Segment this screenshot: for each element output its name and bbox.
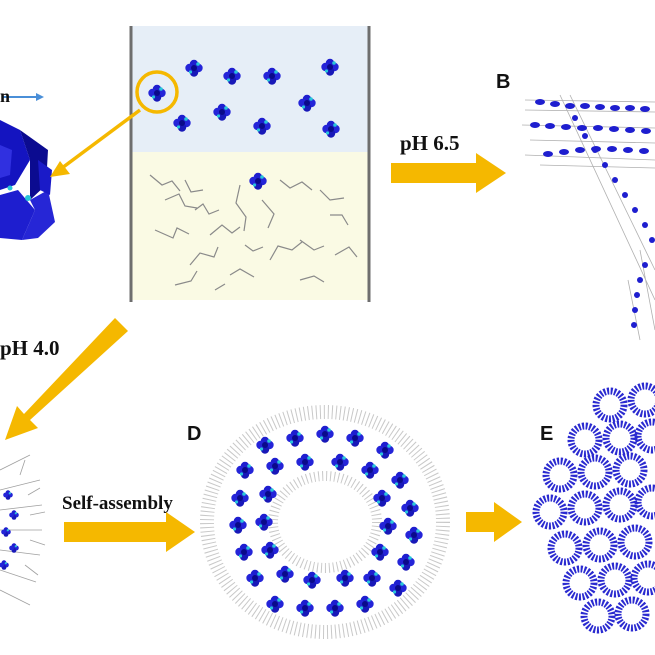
pointer-line — [60, 108, 142, 170]
fiber-network — [521, 94, 655, 341]
organic-phase — [131, 152, 369, 300]
highlight-circle — [135, 70, 179, 114]
self-assembly-label: Self-assembly — [62, 493, 173, 514]
small-arrowhead-icon — [36, 93, 44, 101]
cropped-label: n — [0, 86, 11, 106]
ph-low-label: pH 4.0 — [0, 336, 60, 360]
pointer-arrowhead-icon — [50, 161, 70, 177]
diagonal-arrow-icon — [5, 318, 128, 440]
vesicle-lattice — [532, 382, 655, 634]
panel-e-label: E — [540, 423, 553, 445]
panel-d-label: D — [187, 423, 201, 445]
ph-high-label: pH 6.5 — [400, 131, 460, 155]
vesicle — [200, 405, 450, 639]
large-cluster-fragment — [0, 120, 55, 240]
micelle-fragment — [0, 454, 46, 606]
right-arrow-2-icon — [466, 502, 522, 542]
panel-b-label: B — [496, 71, 510, 93]
right-arrow-icon — [391, 153, 506, 193]
surfactant-chains — [149, 174, 358, 291]
self-assembly-arrow-icon — [64, 512, 195, 552]
